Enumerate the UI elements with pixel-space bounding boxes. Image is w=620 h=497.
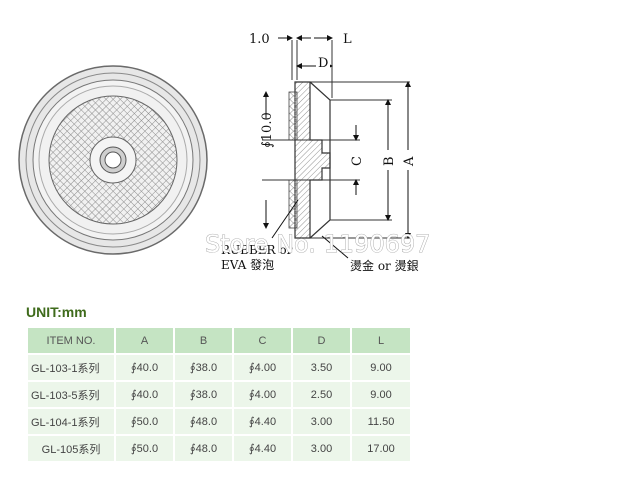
- table-row: GL-104-1系列 ∮50.0 ∮48.0 ∮4.40 3.00 11.50: [28, 409, 410, 434]
- unit-label: UNIT:mm: [26, 304, 87, 320]
- cell-d: 3.00: [293, 409, 350, 434]
- pad-section-view: [262, 40, 410, 239]
- material-note-line2: EVA 發泡: [221, 257, 274, 272]
- cell-b: ∮48.0: [175, 436, 232, 461]
- cell-b: ∮38.0: [175, 382, 232, 407]
- cell-b: ∮48.0: [175, 409, 232, 434]
- dim-label-phi10: ∮10.0: [260, 112, 275, 148]
- dim-label-C: C: [350, 156, 365, 166]
- header-b: B: [175, 328, 232, 353]
- cell-d: 2.50: [293, 382, 350, 407]
- cell-l: 11.50: [352, 409, 410, 434]
- header-a: A: [116, 328, 173, 353]
- dim-label-L: L: [343, 32, 352, 47]
- dim-label-1-0: 1.0: [249, 32, 270, 47]
- table-row: GL-103-5系列 ∮40.0 ∮38.0 ∮4.00 2.50 9.00: [28, 382, 410, 407]
- table-row: GL-105系列 ∮50.0 ∮48.0 ∮4.40 3.00 17.00: [28, 436, 410, 461]
- cell-l: 17.00: [352, 436, 410, 461]
- cell-c: ∮4.00: [234, 382, 291, 407]
- table-row: GL-103-1系列 ∮40.0 ∮38.0 ∮4.00 3.50 9.00: [28, 355, 410, 380]
- material-note-line1: RUBBER or: [221, 243, 293, 257]
- header-c: C: [234, 328, 291, 353]
- table-header-row: ITEM NO. A B C D L: [28, 328, 410, 353]
- cell-item-no: GL-104-1系列: [28, 409, 114, 434]
- cell-item-no: GL-103-1系列: [28, 355, 114, 380]
- dim-label-B: B: [382, 156, 397, 166]
- cell-d: 3.50: [293, 355, 350, 380]
- technical-drawing: 1.0 L D ∮10.0 C B A RUBBER or EVA 發泡 燙金 …: [18, 32, 431, 273]
- dim-label-D: D: [318, 56, 328, 71]
- header-l: L: [352, 328, 410, 353]
- header-d: D: [293, 328, 350, 353]
- dimension-lines: [263, 35, 411, 259]
- cell-a: ∮50.0: [116, 409, 173, 434]
- store-watermark: Store No. 1190697: [205, 230, 430, 258]
- header-item-no: ITEM NO.: [28, 328, 114, 353]
- spec-table: ITEM NO. A B C D L GL-103-1系列 ∮40.0 ∮38.…: [26, 326, 412, 463]
- cell-a: ∮50.0: [116, 436, 173, 461]
- cell-item-no: GL-103-5系列: [28, 382, 114, 407]
- cell-l: 9.00: [352, 382, 410, 407]
- cell-a: ∮40.0: [116, 355, 173, 380]
- pad-front-view: [18, 65, 208, 255]
- cell-b: ∮38.0: [175, 355, 232, 380]
- finish-note: 燙金 or 燙銀: [350, 258, 419, 273]
- cell-item-no: GL-105系列: [28, 436, 114, 461]
- cell-c: ∮4.40: [234, 409, 291, 434]
- cell-a: ∮40.0: [116, 382, 173, 407]
- cell-c: ∮4.00: [234, 355, 291, 380]
- cell-c: ∮4.40: [234, 436, 291, 461]
- dim-label-A: A: [402, 156, 417, 167]
- cell-l: 9.00: [352, 355, 410, 380]
- cell-d: 3.00: [293, 436, 350, 461]
